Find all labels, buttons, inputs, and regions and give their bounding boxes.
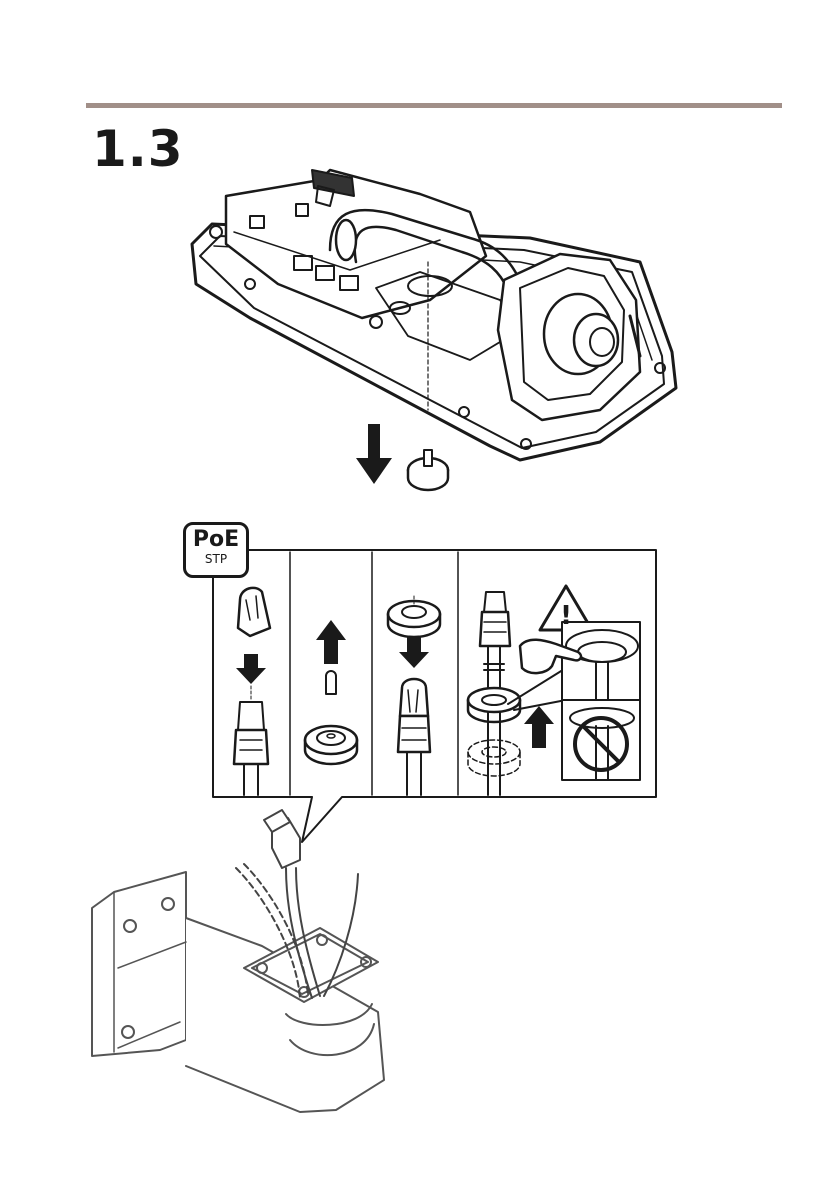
- cable-gasket-illustration: [408, 450, 448, 490]
- poe-stp-badge: PoE STP: [183, 522, 249, 578]
- badge-line1: PoE: [186, 528, 246, 552]
- camera-housing-illustration: [192, 170, 676, 460]
- wall-bracket-illustration: [92, 810, 384, 1112]
- warning-symbol: !: [560, 601, 572, 631]
- arrow-down-icon: [356, 424, 392, 484]
- badge-line2: STP: [186, 552, 246, 566]
